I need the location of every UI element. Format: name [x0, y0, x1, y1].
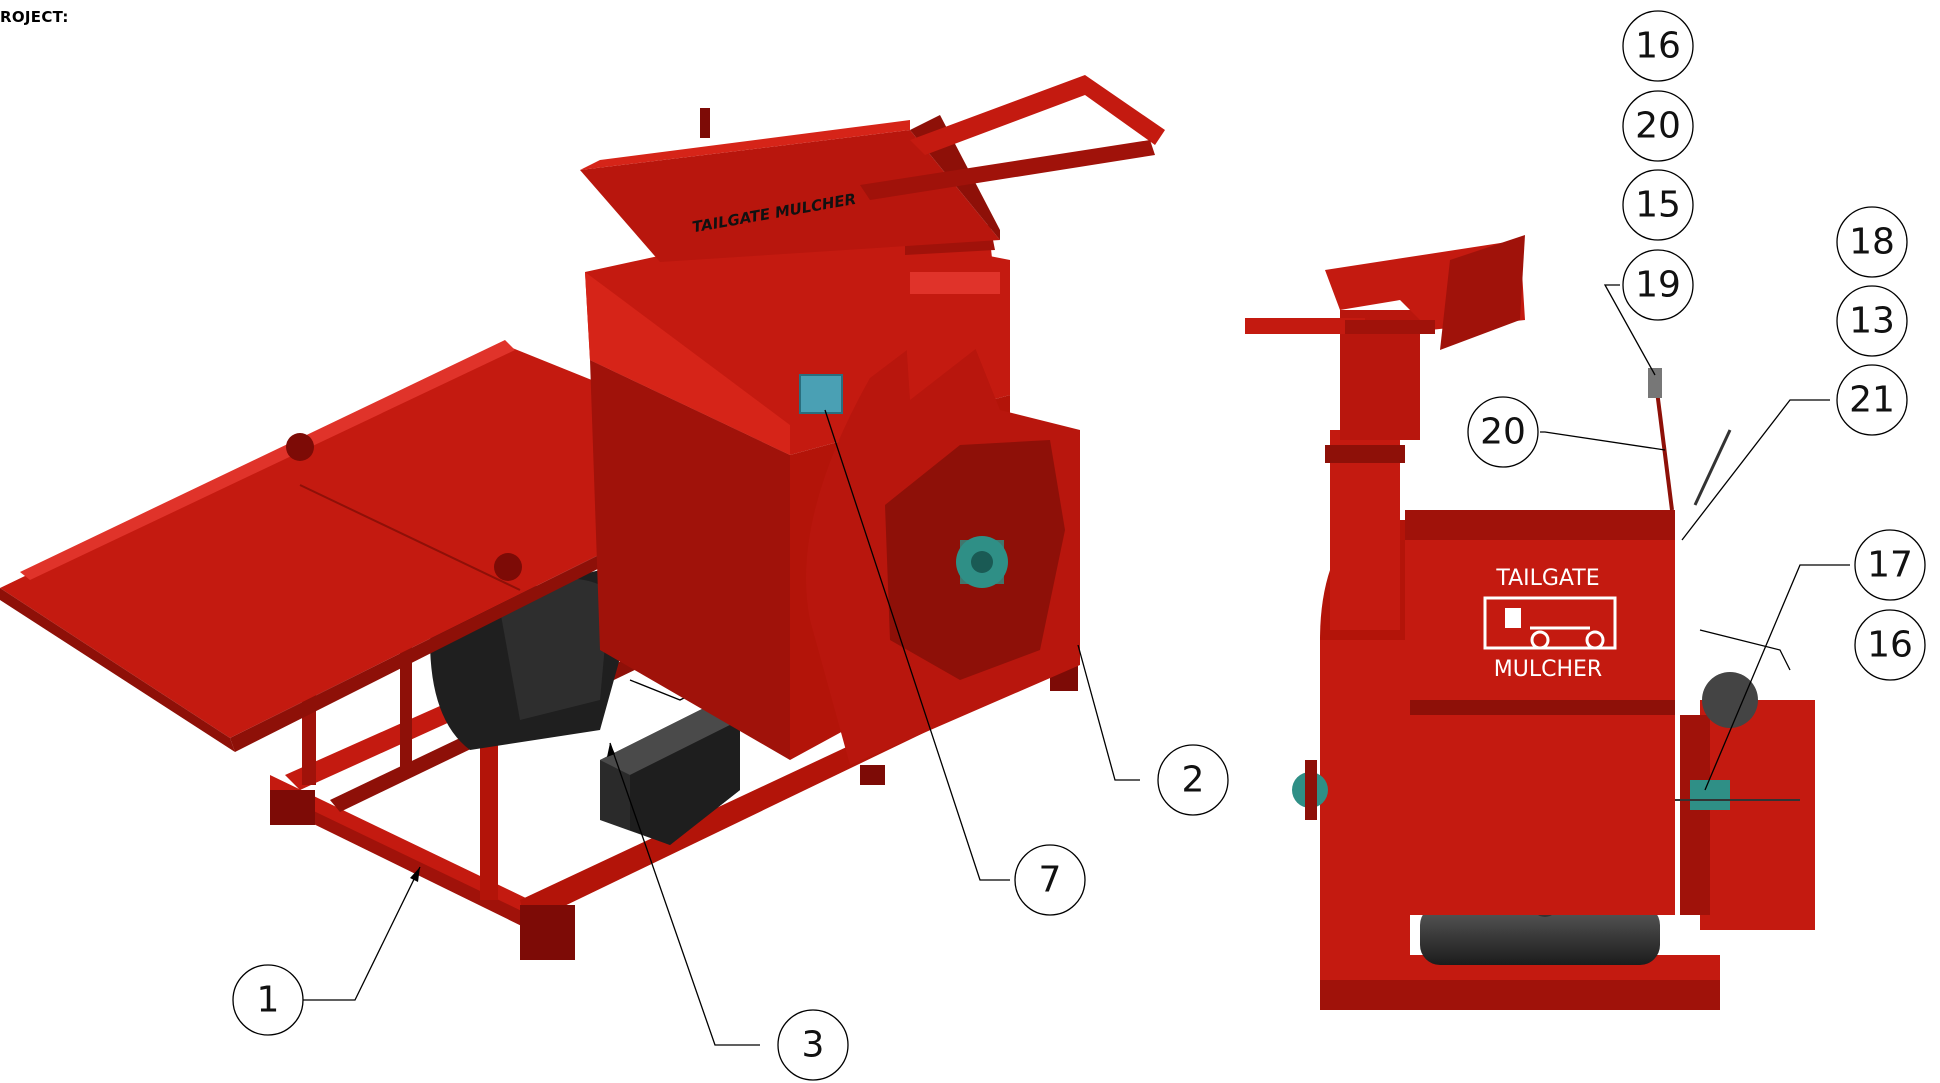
svg-text:21: 21: [1849, 380, 1895, 421]
balloon-2: 2: [1157, 744, 1229, 816]
isometric-view: TAILGATE MULCHER: [0, 75, 1165, 960]
balloon-16-top: 16: [1622, 10, 1694, 82]
svg-text:20: 20: [1635, 106, 1681, 147]
balloon-20-side: 20: [1467, 396, 1539, 468]
blower-housing: [806, 310, 1080, 765]
balloon-18: 18: [1836, 206, 1908, 278]
balloon-16-side: 16: [1854, 609, 1926, 681]
hopper-handle: [700, 75, 1165, 200]
project-label: ROJECT:: [0, 8, 69, 26]
svg-text:16: 16: [1867, 625, 1913, 666]
svg-text:13: 13: [1849, 301, 1895, 342]
side-logo-bottom: MULCHER: [1494, 657, 1602, 682]
svg-text:18: 18: [1849, 222, 1895, 263]
balloon-13: 13: [1836, 285, 1908, 357]
side-view: TAILGATE MULCHER: [1245, 235, 1815, 1010]
svg-text:20: 20: [1480, 412, 1526, 453]
svg-text:15: 15: [1635, 185, 1681, 226]
balloon-20-top: 20: [1622, 90, 1694, 162]
svg-text:17: 17: [1867, 545, 1913, 586]
side-handle: [1245, 318, 1365, 334]
balloon-7: 7: [1014, 844, 1086, 916]
svg-text:19: 19: [1635, 265, 1681, 306]
balloon-19: 19: [1622, 249, 1694, 321]
svg-text:1: 1: [257, 980, 280, 1021]
balloons: 1 3 2 7 16 20 15 19 18 13 21 20 17 16: [232, 10, 1926, 1081]
side-housing: TAILGATE MULCHER: [1405, 510, 1675, 915]
side-motor: [1675, 672, 1815, 930]
balloon-17: 17: [1854, 529, 1926, 601]
truck-logo: [1483, 596, 1617, 650]
balloon-15: 15: [1622, 169, 1694, 241]
warning-label: [799, 374, 843, 414]
battery-box: [600, 705, 740, 845]
side-logo-top: TAILGATE: [1495, 566, 1599, 591]
balloon-1: 1: [232, 964, 304, 1036]
balloon-21: 21: [1836, 364, 1908, 436]
svg-text:7: 7: [1039, 860, 1062, 901]
balloon-3: 3: [777, 1009, 849, 1081]
svg-text:3: 3: [802, 1025, 825, 1066]
svg-text:16: 16: [1635, 26, 1681, 67]
svg-text:2: 2: [1182, 760, 1205, 801]
